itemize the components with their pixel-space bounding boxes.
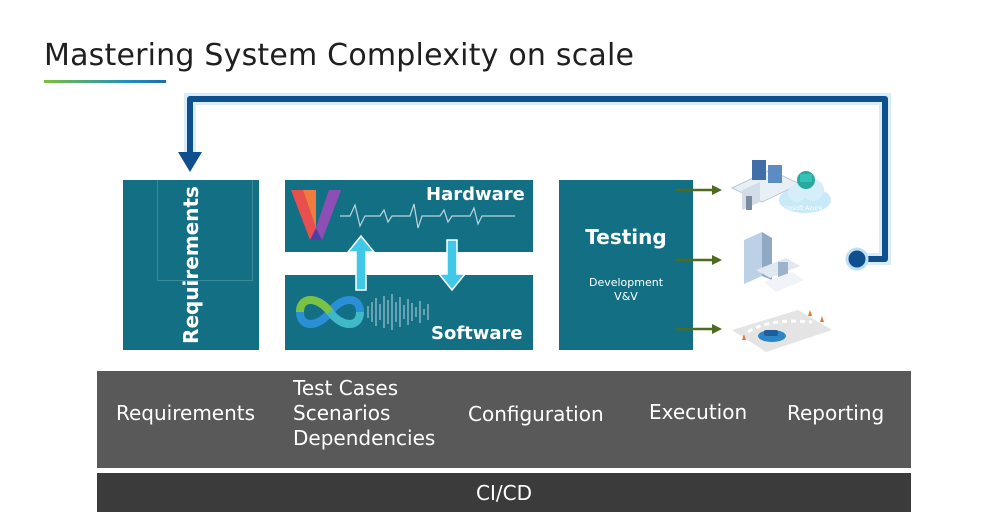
requirements-inner-frame [157, 180, 253, 281]
microsoft-azure-logo: Microsoft Azure [776, 205, 823, 212]
stage-test-cases-line1: Test Cases [293, 376, 399, 400]
cicd-label: CI/CD [476, 481, 532, 505]
pointer-arrow [676, 255, 722, 265]
software-waveform [367, 294, 429, 330]
stage-configuration: Configuration [468, 402, 604, 426]
infinity-icon [295, 296, 365, 328]
testing-label: Testing [585, 225, 667, 249]
process-stages-band [97, 371, 911, 468]
stage-test-cases-line3: Dependencies [293, 426, 436, 450]
stage-requirements: Requirements [116, 401, 256, 425]
testing-box [559, 180, 693, 350]
title-underline [44, 80, 166, 83]
testing-sublabel: Development V&V [566, 276, 686, 304]
requirements-box [123, 180, 259, 350]
workstation-cloud-illustration [730, 160, 831, 213]
pointer-arrow [676, 185, 722, 195]
vehicle-track-illustration [732, 310, 832, 352]
test-rig-illustration [744, 232, 804, 292]
testing-sublabel-line2: V&V [614, 290, 638, 303]
hardware-label: Hardware [426, 184, 525, 205]
hardware-signal-line [340, 203, 515, 229]
pointer-arrow [676, 324, 722, 334]
up-arrow-icon [346, 234, 376, 291]
down-arrow-icon [437, 239, 467, 292]
software-label: Software [431, 323, 523, 344]
stage-test-cases: Test Cases Scenarios Dependencies [293, 376, 435, 451]
stage-reporting: Reporting [787, 401, 885, 425]
stage-test-cases-line2: Scenarios [293, 401, 391, 425]
testing-sublabel-line1: Development [588, 276, 664, 289]
v-model-icon [291, 190, 341, 240]
cicd-band [97, 473, 911, 512]
stage-execution: Execution [649, 400, 748, 424]
page-title: Mastering System Complexity on scale [44, 38, 635, 73]
